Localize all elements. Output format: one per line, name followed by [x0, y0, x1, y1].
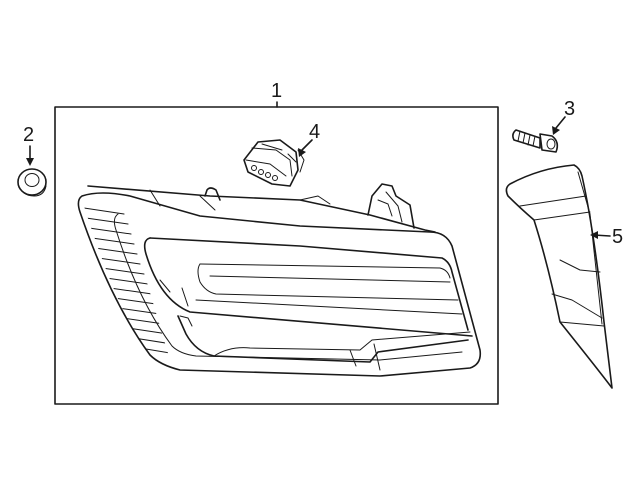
leader-4: [301, 139, 313, 151]
leader-2-arrow: [26, 158, 34, 166]
leader-5-arrow: [590, 231, 598, 239]
tail-lamp-assembly: [77, 183, 482, 377]
trim-panel: [505, 164, 613, 389]
callout-1: 1: [271, 80, 282, 102]
bolt: [512, 129, 559, 153]
callout-5: 5: [612, 226, 623, 248]
leader-3: [555, 116, 566, 129]
connector: [243, 139, 305, 187]
leader-3-arrow: [552, 126, 560, 135]
callout-4: 4: [309, 121, 320, 143]
callout-3: 3: [564, 98, 575, 120]
callout-2: 2: [23, 124, 34, 146]
leader-4-arrow: [298, 148, 306, 157]
grommet: [17, 168, 47, 197]
